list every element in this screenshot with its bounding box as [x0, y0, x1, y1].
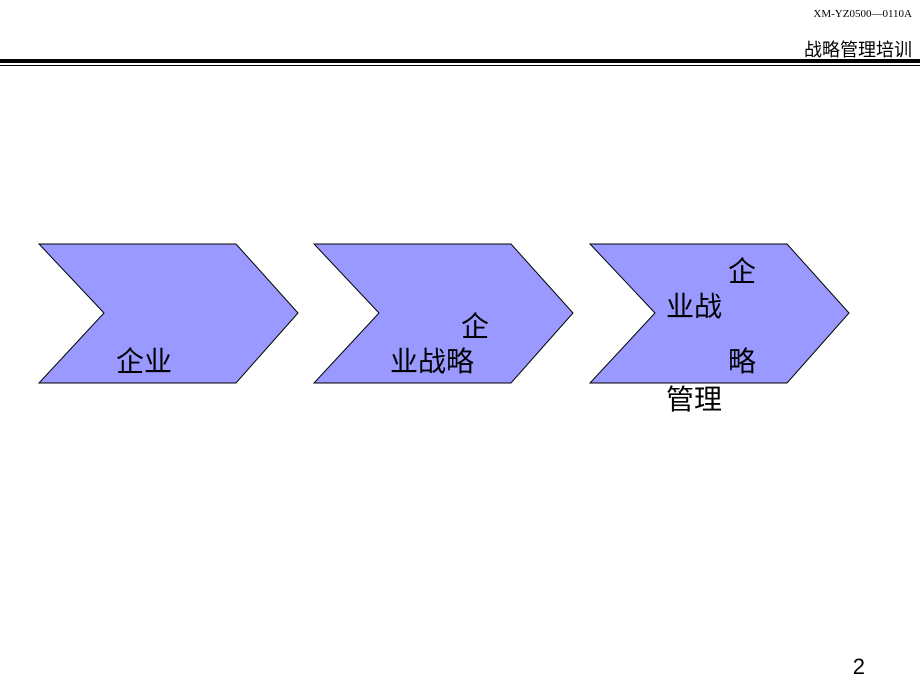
header-rule-thin: [0, 65, 920, 66]
header-rule-thick: [0, 59, 920, 63]
flow-step-3-line-2: 业战: [666, 290, 723, 323]
flow-step-1: 企业: [38, 243, 300, 384]
header-title: 战略管理培训: [804, 40, 912, 61]
flow-step-3-line-3: 略: [728, 345, 757, 378]
chevron-shape-1: [38, 243, 299, 384]
flow-step-3: [589, 243, 851, 384]
chevron-shape-2: [313, 243, 574, 384]
flow-step-2: 企 业战略: [313, 243, 575, 384]
page-number: 2: [852, 654, 865, 679]
flow-step-3-line-1: 企: [728, 255, 757, 288]
flow-step-2-line-1: 企: [461, 310, 490, 343]
doc-code: XM-YZ0500—0110A: [813, 8, 912, 20]
chevron-shape-3: [589, 243, 850, 384]
flow-step-3-line-4: 管理: [666, 383, 723, 416]
flow-step-1-line-1: 企业: [116, 345, 173, 378]
flow-step-2-line-2: 业战略: [390, 345, 475, 378]
